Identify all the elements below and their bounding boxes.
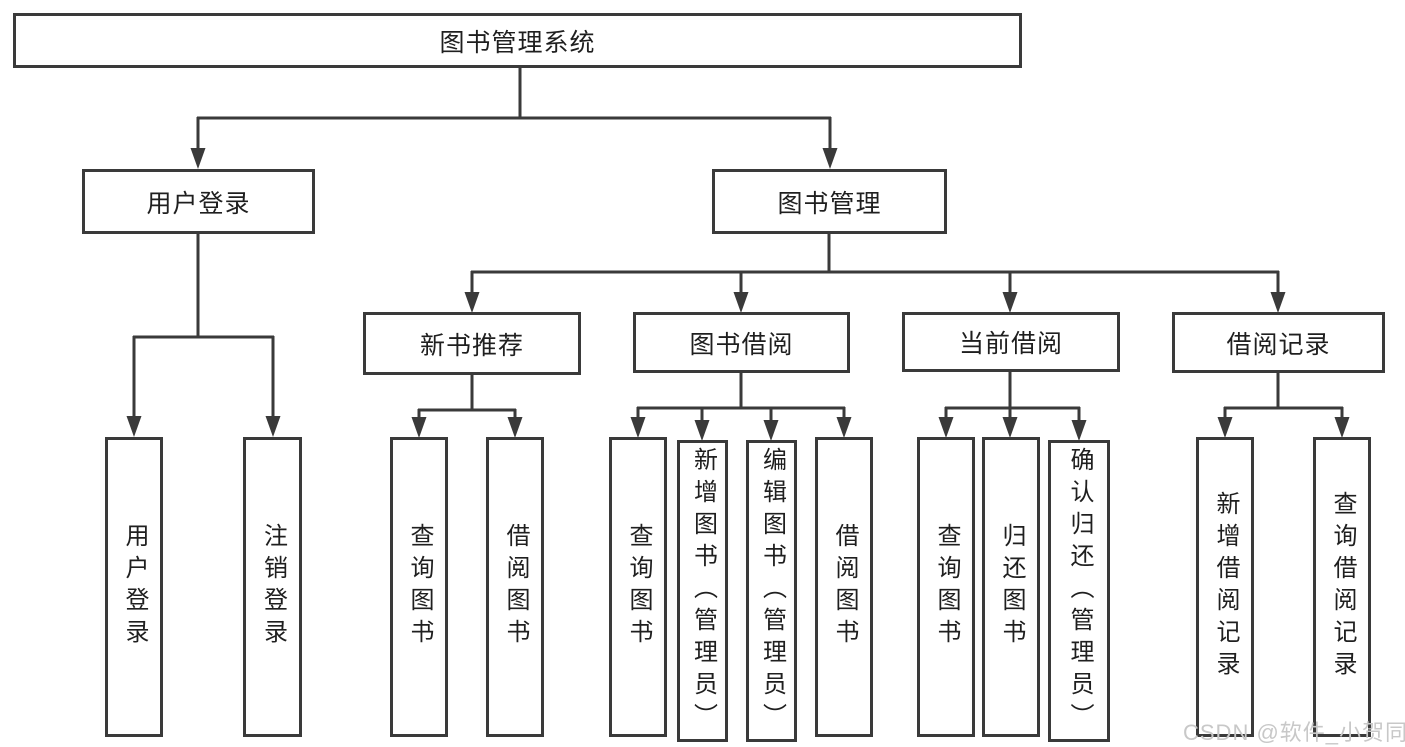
- node-borrowing-records-label: 借阅记录: [1226, 330, 1331, 359]
- connector-newbook-leaves: [417, 374, 517, 420]
- connector-segments: [132, 67, 1344, 422]
- leaf-borrow-books-borrowing: 借阅图书: [815, 437, 873, 737]
- leaf-logout: 注销登录: [243, 437, 302, 737]
- arrowhead: [733, 292, 749, 313]
- connector-borrowing-leaves: [636, 372, 846, 422]
- leaf-query-books-borrowing: 查询图书: [609, 437, 667, 737]
- node-book-borrowing: 图书借阅: [633, 312, 850, 373]
- leaf-query-books-borrowing-label: 查询图书: [625, 523, 652, 651]
- arrowhead: [630, 417, 646, 438]
- node-current-borrowing-label: 当前借阅: [958, 330, 1063, 358]
- leaf-query-borrow-record-label: 查询借阅记录: [1329, 491, 1356, 683]
- leaf-add-book-admin-label: 新增图书（管理员）: [689, 447, 717, 735]
- leaf-borrow-books-recommend-label: 借阅图书: [502, 523, 529, 651]
- arrowheads: [126, 148, 1350, 441]
- node-user-login-label: 用户登录: [146, 189, 251, 218]
- leaf-edit-book-admin-label: 编辑图书（管理员）: [758, 447, 786, 735]
- arrowhead: [1071, 420, 1087, 441]
- leaf-query-books-current-label: 查询图书: [933, 523, 960, 651]
- leaf-logout-label: 注销登录: [259, 523, 287, 651]
- leaf-query-books-recommend: 查询图书: [390, 437, 448, 737]
- arrowhead: [265, 416, 281, 437]
- leaf-return-books: 归还图书: [982, 437, 1040, 737]
- arrowhead: [763, 420, 779, 441]
- arrowhead: [507, 417, 523, 438]
- arrowhead: [836, 417, 852, 438]
- arrowhead: [938, 417, 954, 438]
- node-new-book-recommend: 新书推荐: [363, 312, 581, 375]
- node-borrowing-records: 借阅记录: [1172, 312, 1385, 373]
- node-new-book-recommend-label: 新书推荐: [419, 331, 524, 360]
- csdn-watermark: CSDN @软件_小贺同学: [1183, 720, 1405, 745]
- arrowhead: [1334, 417, 1350, 438]
- arrowhead: [464, 292, 480, 313]
- arrowhead: [126, 416, 142, 437]
- node-book-management: 图书管理: [712, 169, 947, 234]
- arrowhead: [411, 417, 427, 438]
- arrowhead: [694, 420, 710, 441]
- leaf-confirm-return-admin: 确认归还（管理员）: [1048, 440, 1110, 742]
- arrowhead: [1002, 292, 1018, 313]
- arrowhead: [190, 148, 206, 169]
- leaf-return-books-label: 归还图书: [998, 523, 1025, 651]
- connector-records-leaves: [1223, 372, 1344, 420]
- node-book-management-label: 图书管理: [777, 189, 882, 218]
- leaf-user-login: 用户登录: [105, 437, 163, 737]
- connector-current-leaves: [944, 371, 1081, 422]
- node-user-login: 用户登录: [82, 169, 315, 234]
- arrowhead: [1270, 292, 1286, 313]
- leaf-add-borrow-record-label: 新增借阅记录: [1212, 491, 1239, 683]
- arrowhead: [1002, 417, 1018, 438]
- node-book-borrowing-label: 图书借阅: [689, 330, 794, 359]
- leaf-borrow-books-borrowing-label: 借阅图书: [831, 523, 858, 651]
- arrowhead: [1217, 417, 1233, 438]
- leaf-query-books-current: 查询图书: [917, 437, 975, 737]
- leaf-add-book-admin: 新增图书（管理员）: [677, 440, 728, 742]
- arrowhead: [822, 148, 838, 169]
- connector-userlogin-leaves: [132, 232, 275, 418]
- leaf-confirm-return-admin-label: 确认归还（管理员）: [1066, 447, 1093, 735]
- leaf-edit-book-admin: 编辑图书（管理员）: [746, 440, 797, 742]
- leaf-query-borrow-record: 查询借阅记录: [1313, 437, 1371, 737]
- connector-root-level2: [196, 67, 832, 149]
- node-root-label: 图书管理系统: [439, 28, 596, 57]
- leaf-borrow-books-recommend: 借阅图书: [486, 437, 544, 737]
- leaf-add-borrow-record: 新增借阅记录: [1196, 437, 1254, 737]
- connector-bookmgmt-level3: [470, 232, 1280, 294]
- node-current-borrowing: 当前借阅: [902, 312, 1120, 372]
- node-root: 图书管理系统: [13, 13, 1022, 68]
- leaf-user-login-label: 用户登录: [121, 523, 148, 651]
- leaf-query-books-recommend-label: 查询图书: [406, 523, 433, 651]
